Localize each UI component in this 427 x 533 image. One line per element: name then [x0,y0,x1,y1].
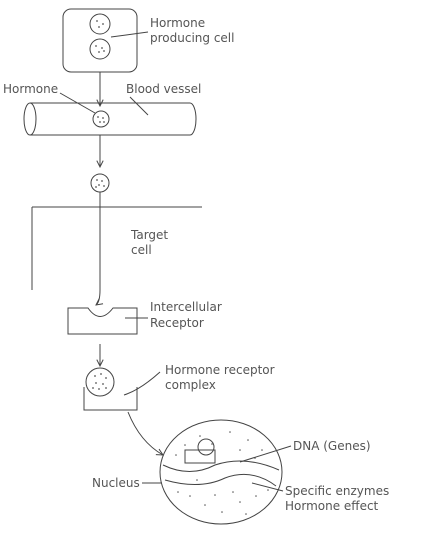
leader-line [110,31,149,38]
label-hormone-receptor-complex-1: Hormone receptor [165,363,275,377]
leader-line [123,371,161,396]
label-dna-genes: DNA (Genes) [293,439,371,453]
leader-line [239,445,292,463]
nucleus [159,419,283,525]
hormone-molecule [90,173,110,193]
leader-line [251,482,284,492]
receptor-complex-base [83,387,138,411]
leader-line [129,96,149,116]
label-blood-vessel: Blood vessel [126,82,201,96]
receptor-in-nucleus [184,449,216,464]
label-hormone-receptor-complex-2: complex [165,378,216,392]
flow-arrow [127,411,163,455]
hormone-granule [89,13,111,35]
label-nucleus: Nucleus [92,476,140,490]
label-hormone-producing-cell-2: producing cell [150,31,234,45]
label-target-cell-1: Target [130,228,168,242]
hormone-in-nucleus [197,438,215,456]
dna-strand [164,473,277,487]
leader-line [59,92,96,114]
label-intercellular-receptor-2: Receptor [150,316,204,330]
label-hormone-effect: Hormone effect [285,499,379,513]
label-intercellular-receptor-1: Intercellular [150,300,222,314]
nucleus-speckles [175,431,269,515]
flow-arrow [96,289,100,305]
hormone-molecule [92,110,110,128]
dna-strand [162,460,280,472]
intercellular-receptor [67,307,138,335]
blood-vessel [23,102,197,136]
label-specific-enzymes: Specific enzymes [285,484,389,498]
hormone-receptor-complex [85,367,115,397]
label-hormone: Hormone [3,82,58,96]
label-hormone-producing-cell-1: Hormone [150,16,205,30]
granule-dots [95,20,105,53]
hormone-producing-cell [62,8,138,73]
label-target-cell-2: cell [131,243,152,257]
hormone-granule [89,38,111,60]
